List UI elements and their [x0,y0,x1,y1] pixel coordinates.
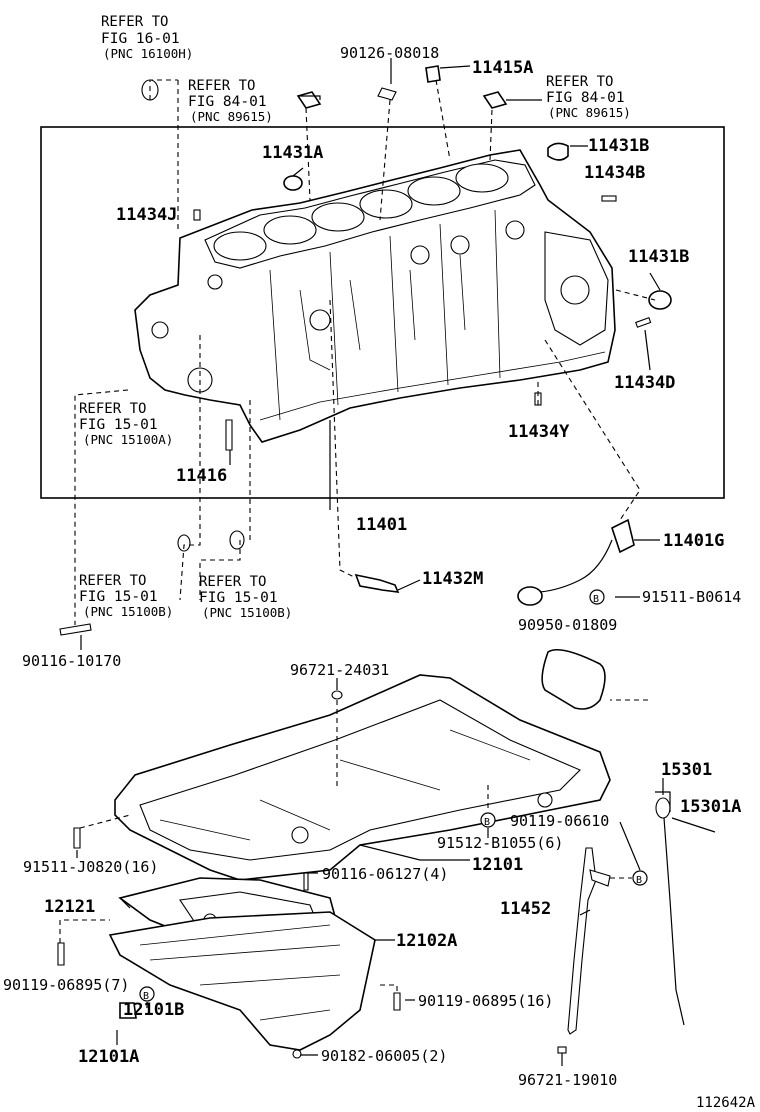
ref-pnc-text: (PNC 15100B) [202,605,292,620]
part-label: 11434Y [508,422,570,442]
ref-fig-text: FIG 84-01 [188,94,267,110]
ref-refer-text: REFER TO [199,574,266,590]
part-label: 12102A [396,931,457,951]
ref-pnc-text: (PNC 15100B) [83,604,173,619]
part-label: 11434J [116,205,177,225]
ref-15-01-b-right: REFER TO FIG 15-01 (PNC 15100B) [199,574,292,620]
ref-refer-text: REFER TO [188,78,255,94]
part-label: 90950-01809 [518,616,617,634]
ref-84-01-right: REFER TO FIG 84-01 (PNC 89615) [546,74,631,120]
part-label: 11431A [262,143,323,163]
part-label: 11416 [176,466,227,486]
part-label: 90116-06127(4) [322,865,448,883]
ref-16-01: REFER TO FIG 16-01 (PNC 16100H) [101,14,193,61]
part-label: 15301 [661,760,712,780]
part-label: 11415A [472,58,533,78]
ref-fig-text: FIG 15-01 [79,417,158,433]
b-marker [139,986,155,1002]
ref-15-01-b-left: REFER TO FIG 15-01 (PNC 15100B) [79,573,173,619]
b-marker [589,589,605,605]
part-labels: 90126-08018 11415A 11431A 11431B 11434B … [3,44,756,1111]
part-label: 91512-B1055(6) [437,834,563,852]
b-marker-label: B [484,817,490,828]
engine-block-frame [40,126,725,499]
part-label: 91511-B0614 [642,588,741,606]
part-label: 90119-06895(7) [3,976,129,994]
ref-pnc-text: (PNC 16100H) [103,46,193,61]
ref-pnc-text: (PNC 15100A) [83,432,173,447]
ref-fig-text: FIG 84-01 [546,90,625,106]
b-markers: B B B B [139,589,648,1002]
b-marker [480,812,496,828]
ref-15-01-a: REFER TO FIG 15-01 (PNC 15100A) [79,401,173,447]
part-label: 11431B [628,247,689,267]
b-marker-label: B [143,991,149,1002]
part-label: 96721-24031 [290,661,389,679]
part-label: 90119-06610 [510,812,609,830]
part-label: 11401 [356,515,407,535]
part-label: 12101A [78,1047,139,1067]
part-label: 11432M [422,569,483,589]
ref-fig-text: FIG 16-01 [101,31,180,47]
part-label: 90126-08018 [340,44,439,62]
ref-pnc-text: (PNC 89615) [190,109,273,124]
ref-refer-text: REFER TO [546,74,613,90]
part-label: 11401G [663,531,724,551]
b-marker [632,870,648,886]
part-label: 12101 [472,855,523,875]
part-label: 15301A [680,797,741,817]
oil-pan-lower [108,911,376,1051]
outside-parts [57,518,685,1059]
part-label: 90116-10170 [22,652,121,670]
ref-refer-text: REFER TO [101,14,168,30]
part-label: 90182-06005(2) [321,1047,447,1065]
part-label: 12121 [44,897,95,917]
leader-lines [59,58,716,1066]
part-label: 11434D [614,373,675,393]
figure-id: 112642A [696,1095,756,1111]
part-label: 96721-19010 [518,1071,617,1089]
ref-fig-text: FIG 15-01 [199,590,278,606]
part-label: 12101B [123,1000,184,1020]
oil-pan-upper [114,674,611,881]
b-marker-label: B [593,594,599,605]
ref-refer-text: REFER TO [79,401,146,417]
b-marker-label: B [636,875,642,886]
ref-pnc-text: (PNC 89615) [548,105,631,120]
part-label: 11434B [584,163,645,183]
part-label: 11452 [500,899,551,919]
ref-refer-text: REFER TO [79,573,146,589]
ref-fig-text: FIG 15-01 [79,589,158,605]
part-label: 11431B [588,136,649,156]
part-label: 91511-J0820(16) [23,858,158,876]
ref-84-01-left: REFER TO FIG 84-01 (PNC 89615) [188,78,273,124]
part-label: 90119-06895(16) [418,992,553,1010]
cylinder-block [134,149,616,443]
